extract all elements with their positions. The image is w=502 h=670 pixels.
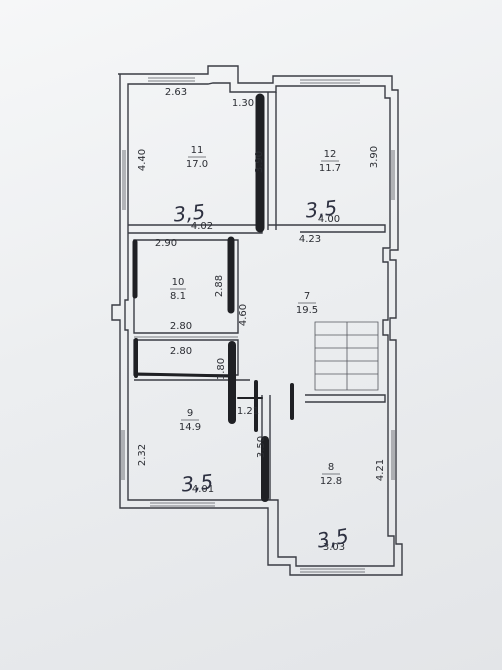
room-10-area: 8.1 (170, 291, 186, 302)
room-9-area: 14.9 (179, 422, 201, 433)
windows (121, 77, 395, 573)
staircase (314, 321, 379, 391)
room-11-number: 11 (191, 145, 204, 156)
dim-2-32: 2.32 (137, 444, 148, 466)
handwritten-note-room-9: 3,5 (180, 469, 214, 496)
dim-2-80-b: 2.80 (170, 346, 192, 357)
room-12-area: 11.7 (319, 163, 341, 174)
room-11-area: 17.0 (186, 159, 208, 170)
handwritten-notes: 3,5 3,5 3,5 3,5 (172, 195, 350, 552)
dimension-labels: 2.63 1.30 4.40 3.90 3.90 4.02 4.00 4.23 … (137, 87, 386, 553)
handwritten-note-room-12: 3,5 (304, 195, 338, 222)
dim-2-88: 2.88 (214, 275, 225, 297)
dim-2-90: 2.90 (155, 238, 177, 249)
dim-4-40: 4.40 (137, 149, 148, 171)
room-labels: 11 17.0 12 11.7 10 8.1 7 19.5 9 14.9 8 1… (170, 145, 342, 487)
dim-4-00: 4.00 (318, 214, 340, 225)
room-8-area: 12.8 (320, 476, 342, 487)
dim-3-03: 3.03 (323, 542, 345, 553)
dim-2-80-a: 2.80 (170, 321, 192, 332)
dim-4-23: 4.23 (299, 234, 321, 245)
room-10-number: 10 (172, 277, 185, 288)
handwritten-note-room-8: 3,5 (315, 524, 350, 553)
dim-1-21: 1.21 (237, 406, 259, 417)
handwritten-note-room-11: 3,5 (172, 199, 206, 226)
dim-3-50: 3.50 (256, 436, 267, 458)
room-7-area: 19.5 (296, 305, 318, 316)
dim-3-90-room-11: 3.90 (254, 151, 265, 173)
dim-4-02: 4.02 (191, 221, 213, 232)
dim-1-30: 1.30 (232, 98, 254, 109)
dim-2-63: 2.63 (165, 87, 187, 98)
dim-4-60: 4.60 (238, 304, 249, 326)
room-12-number: 12 (324, 149, 337, 160)
room-9-number: 9 (187, 408, 193, 419)
room-8-number: 8 (328, 462, 334, 473)
marker-strokes (132, 93, 294, 502)
dim-4-21: 4.21 (375, 459, 386, 481)
dim-3-90-room-12: 3.90 (369, 146, 380, 168)
dim-4-01: 4.01 (192, 484, 214, 495)
room-7-number: 7 (304, 291, 310, 302)
dim-1-80: 1.80 (216, 358, 227, 380)
